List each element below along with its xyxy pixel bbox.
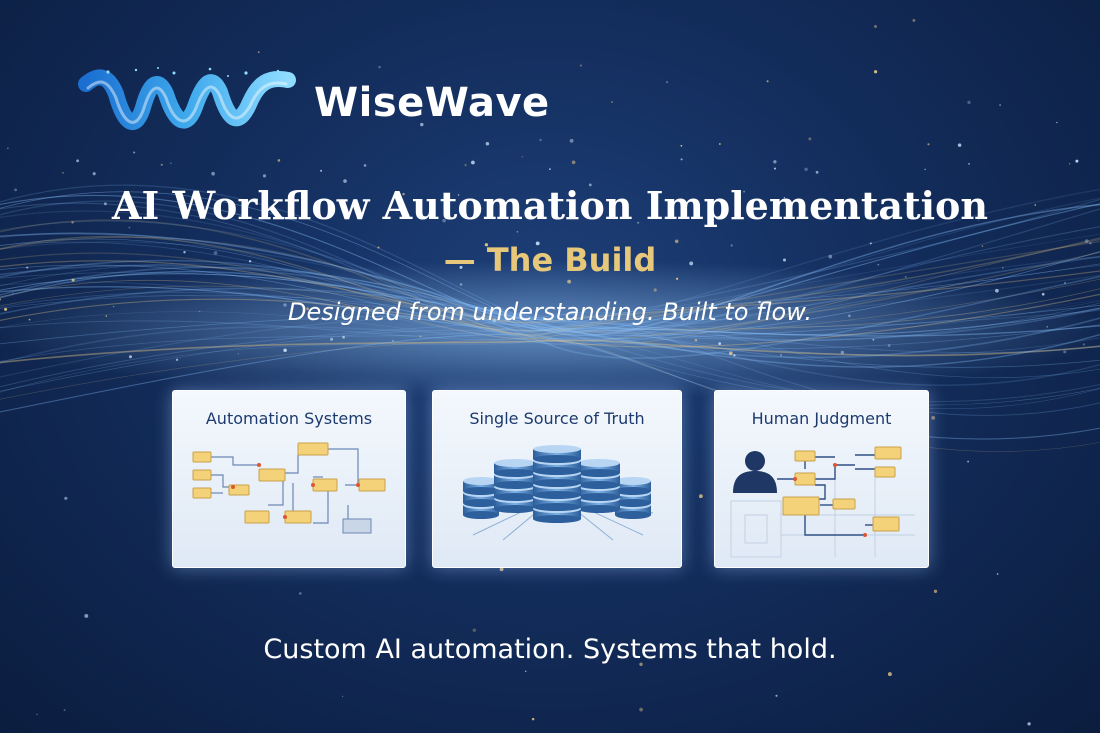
- person-decision-flow-icon: [730, 446, 915, 558]
- workflow-diagram-icon: [192, 442, 386, 534]
- card-title: Single Source of Truth: [469, 409, 645, 428]
- card-single-source-of-truth: Single Source of Truth: [432, 390, 682, 568]
- database-stack-icon: [462, 445, 654, 541]
- card-title: Automation Systems: [205, 409, 373, 428]
- card-title: Human Judgment: [751, 409, 892, 428]
- headline: AI Workflow Automation Implementation: [111, 183, 989, 228]
- brand-name: WiseWave: [314, 80, 550, 126]
- card-human-judgment: Human Judgment: [714, 390, 929, 568]
- card-automation-systems: Automation Systems: [172, 390, 406, 568]
- footer-tagline: Custom AI automation. Systems that hold.: [263, 634, 837, 665]
- tagline: Designed from understanding. Built to fl…: [288, 298, 812, 326]
- wisewave-logo: [78, 67, 296, 131]
- person-icon: [733, 451, 777, 493]
- subheadline: — The Build: [443, 241, 657, 279]
